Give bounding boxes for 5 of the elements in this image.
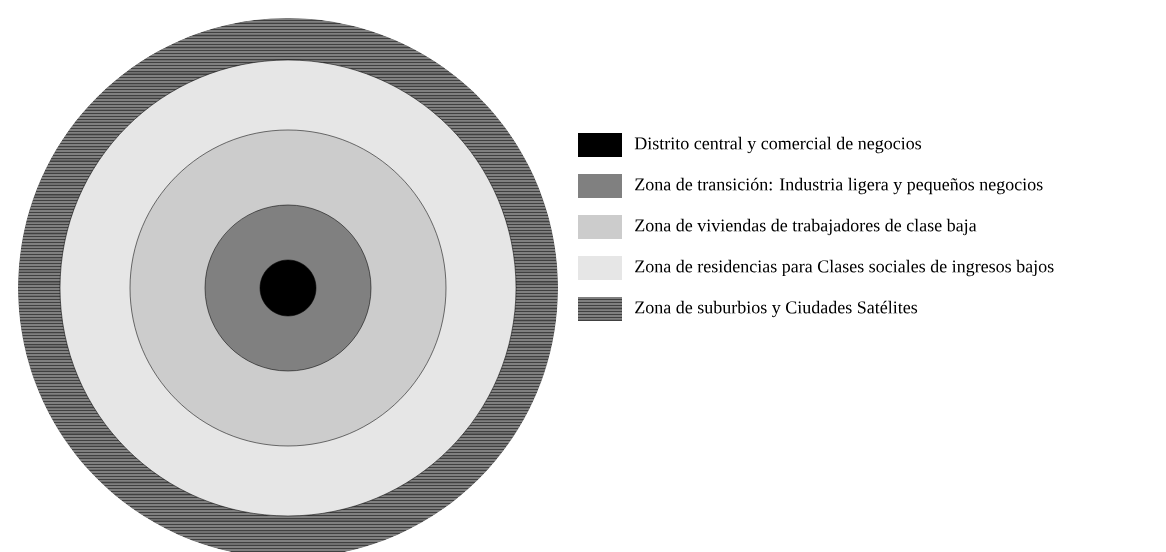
legend-text: Zona de suburbios y Ciudades Satélites bbox=[635, 300, 918, 318]
legend-text: Zona de transición: Industria ligera y pequeños negocios bbox=[635, 177, 1043, 195]
legend-text: Zona de viviendas de trabajadores de clase baja bbox=[635, 218, 977, 236]
legend-text: Distrito central y comercial de negocios bbox=[634, 136, 922, 154]
legend-text: Zona de residencias para Clases sociales de ingresos bajos bbox=[635, 259, 1054, 277]
